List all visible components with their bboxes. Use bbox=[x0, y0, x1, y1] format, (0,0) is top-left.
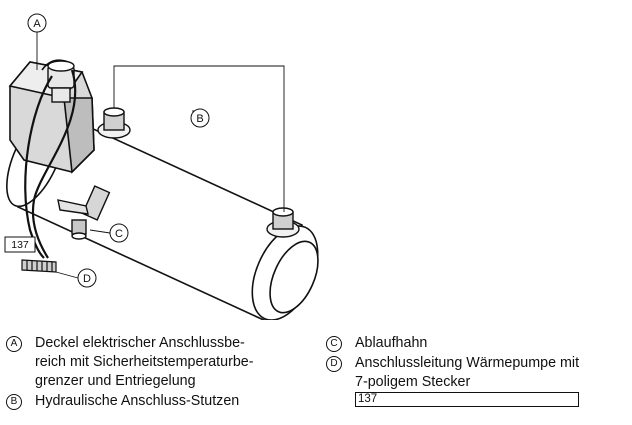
cylinder-body bbox=[17, 108, 319, 320]
legend-text-d: Anschlussleitung Wärmepumpe mit 7-polige… bbox=[355, 355, 580, 407]
legend-text-a: Deckel elektrischer Anschlussbe- reich m… bbox=[35, 335, 254, 389]
legend-item-d: D Anschlussleitung Wärmepumpe mit 7-poli… bbox=[326, 354, 632, 407]
svg-text:C: C bbox=[115, 228, 123, 240]
letter-d-badge: D bbox=[326, 356, 342, 372]
callout-b: B bbox=[190, 108, 210, 128]
hydraulic-stub-top bbox=[97, 107, 131, 139]
connection-cable bbox=[24, 69, 77, 259]
cylinder-end-bore bbox=[269, 240, 319, 314]
legend-text-b: Hydraulische Anschluss-Stutzen bbox=[35, 393, 240, 409]
legend-item-c: C Ablaufhahn bbox=[326, 334, 632, 353]
svg-text:B: B bbox=[196, 113, 203, 125]
letter-a-badge: A bbox=[6, 336, 22, 352]
svg-text:137: 137 bbox=[11, 239, 29, 251]
svg-text:A: A bbox=[33, 18, 41, 30]
page-reference-inline: 137 bbox=[355, 392, 580, 407]
cable-gland bbox=[47, 60, 75, 103]
legend-item-a: A Deckel elektrischer Anschlussbe- reich… bbox=[6, 334, 306, 391]
letter-b-badge: B bbox=[6, 394, 22, 410]
page-reference-box: 137 bbox=[4, 236, 36, 253]
callout-leaders bbox=[36, 32, 285, 279]
hydraulic-stub-bottom bbox=[266, 207, 300, 238]
callout-d: D bbox=[77, 268, 97, 288]
letter-c-badge: C bbox=[326, 336, 342, 352]
svg-text:D: D bbox=[83, 273, 91, 285]
legend-text-c: Ablaufhahn bbox=[355, 335, 428, 351]
drain-valve bbox=[57, 185, 111, 240]
callout-c: C bbox=[109, 223, 129, 243]
heater-illustration: A B C D 137 bbox=[4, 13, 319, 320]
legend-right-column: C Ablaufhahn D Anschlussleitung Wärmepum… bbox=[326, 334, 632, 408]
seven-pin-plug bbox=[21, 259, 57, 273]
legend-item-b: B Hydraulische Anschluss-Stutzen bbox=[6, 392, 306, 411]
callout-a: A bbox=[27, 13, 47, 33]
legend-left-column: A Deckel elektrischer Anschlussbe- reich… bbox=[6, 334, 306, 412]
